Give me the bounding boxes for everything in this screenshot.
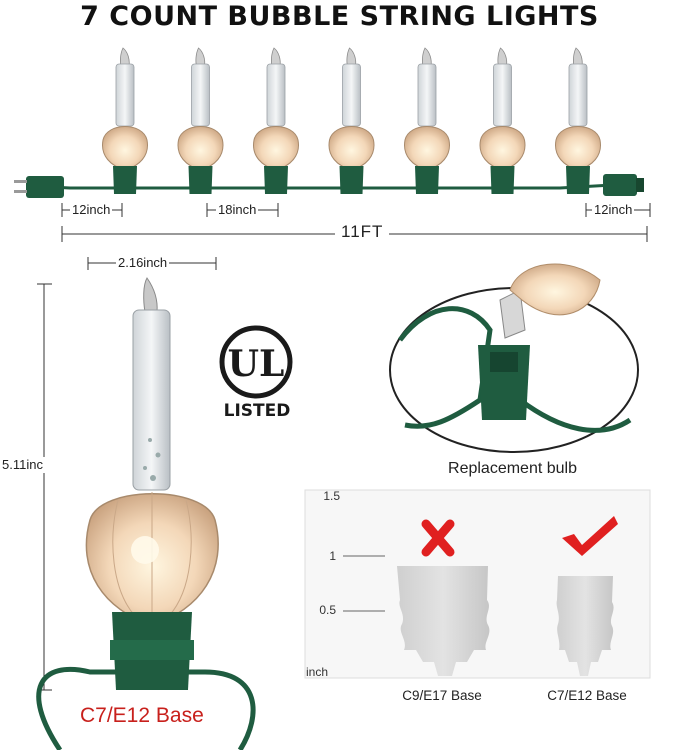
base-type-label: C7/E12 Base <box>80 704 204 727</box>
incompatible-cross-icon <box>421 519 455 557</box>
large-bubble-bulb <box>36 277 256 750</box>
c9-base-label: C9/E17 Base <box>402 688 482 703</box>
c7-base-label: C7/E12 Base <box>547 688 627 703</box>
page-title: 7 COUNT BUBBLE STRING LIGHTS <box>80 1 599 32</box>
string-bulbs <box>102 47 601 194</box>
chart-tick-label: 1.5 <box>323 489 340 503</box>
bulb-spacing-label: 18inch <box>216 202 259 218</box>
total-length-label: 11FT <box>335 223 390 240</box>
chart-unit-label: inch <box>306 665 329 679</box>
string-bulb <box>328 47 375 194</box>
chart-tick-label: 0.5 <box>319 603 336 617</box>
c7-base-shape <box>556 576 614 676</box>
replacement-bulb-label: Replacement bulb <box>448 460 577 477</box>
chart-tick-label: 1 <box>329 549 336 563</box>
string-bulb <box>404 47 450 194</box>
bulb-height-label: 5.11inc <box>0 457 45 473</box>
listed-label: LISTED <box>223 401 291 421</box>
string-bulb <box>253 47 299 194</box>
ul-letters: UL <box>228 343 285 385</box>
string-bulb <box>102 47 148 194</box>
ul-certification-icon: UL <box>219 325 293 399</box>
string-bulb <box>177 47 224 194</box>
female-plug-icon <box>603 174 644 196</box>
end-spacing-right-label: 12inch <box>592 202 635 218</box>
string-bulb <box>555 47 601 194</box>
male-plug-icon <box>14 176 64 198</box>
compatible-check-icon <box>562 516 618 556</box>
c9-base-shape <box>397 566 490 676</box>
base-comparison-chart <box>304 489 651 679</box>
end-spacing-left-label: 12inch <box>70 202 113 218</box>
bulb-width-label: 2.16inch <box>116 255 170 271</box>
replacement-bulb-photo <box>389 263 639 453</box>
string-bulb <box>479 47 526 194</box>
